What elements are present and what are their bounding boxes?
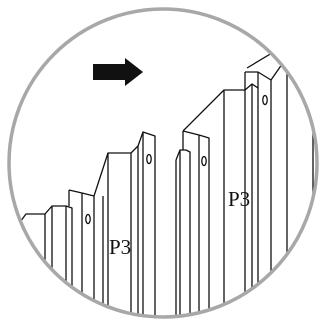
fastener-hole (85, 213, 91, 225)
back-panel-assembly (175, 43, 317, 317)
fastener-hole (262, 94, 268, 106)
detail-circle-border (7, 7, 319, 319)
right-arrow-icon (93, 58, 143, 86)
panel-label-front: P3 (109, 235, 131, 259)
front-panel-assembly (9, 131, 156, 317)
panel-label-back: P3 (228, 187, 250, 211)
fastener-hole (146, 153, 152, 165)
fence-panels (9, 43, 317, 317)
fastener-hole (201, 155, 207, 167)
